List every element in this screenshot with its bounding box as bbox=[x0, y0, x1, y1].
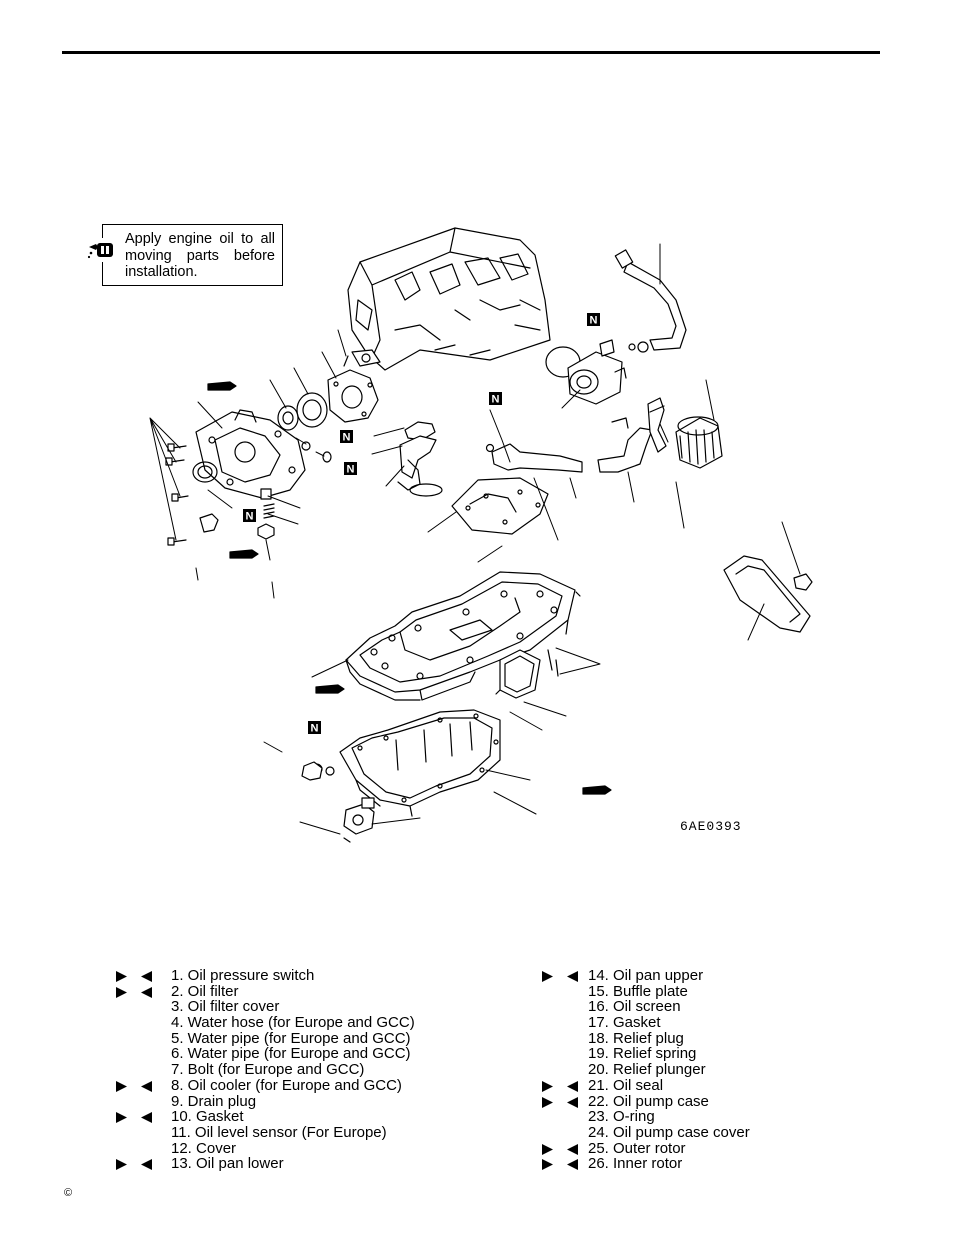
exploded-diagram bbox=[149, 227, 813, 843]
oil-filter bbox=[675, 416, 723, 469]
legend-item-label: 26. Inner rotor bbox=[588, 1155, 683, 1173]
pan-cover bbox=[495, 649, 559, 699]
lubrication-note-text: Apply engine oil to all moving parts bef… bbox=[125, 231, 275, 280]
svg-text:N: N bbox=[590, 315, 598, 327]
legend-item-label: 2. Oil filter bbox=[171, 982, 239, 1000]
legend-item-label: 6. Water pipe (for Europe and GCC) bbox=[171, 1045, 411, 1063]
legend-item-label: 20. Relief plunger bbox=[588, 1061, 706, 1079]
legend-item-label: 17. Gasket bbox=[588, 1014, 661, 1032]
oil-pressure-switch bbox=[647, 397, 667, 453]
legend-item-label: 5. Water pipe (for Europe and GCC) bbox=[171, 1029, 411, 1047]
legend-item-label: 10. Gasket bbox=[171, 1108, 244, 1126]
oil-pump-case-cover bbox=[327, 355, 379, 423]
lubrication-note: Apply engine oil to all moving parts bef… bbox=[86, 224, 283, 286]
legend-item-label: 1. Oil pressure switch bbox=[171, 967, 315, 984]
legend-item-label: 12. Cover bbox=[171, 1139, 237, 1157]
oil-pan-upper bbox=[345, 571, 581, 701]
header-rule bbox=[62, 51, 880, 54]
removal-installation-marks-icon bbox=[542, 1159, 578, 1171]
relief-valve-parts bbox=[199, 488, 275, 540]
oil-filter-cover bbox=[723, 555, 813, 633]
removal-installation-marks-icon bbox=[116, 971, 152, 982]
svg-text:N: N bbox=[492, 394, 500, 406]
sealant-tube-marks bbox=[207, 381, 612, 795]
legend-item-label: 22. Oil pump case bbox=[588, 1092, 709, 1110]
legend-item-label: 18. Relief plug bbox=[588, 1029, 684, 1047]
oil-seal bbox=[192, 461, 218, 483]
copyright-mark: © bbox=[64, 1187, 73, 1199]
figure-code: 6AE0393 bbox=[680, 819, 742, 834]
svg-text:N: N bbox=[347, 464, 355, 476]
legend-item-label: 24. Oil pump case cover bbox=[588, 1123, 750, 1141]
legend-item-label: 9. Drain plug bbox=[171, 1092, 257, 1110]
removal-installation-marks-icon bbox=[542, 1096, 578, 1108]
legend-item-label: 15. Buffle plate bbox=[588, 982, 688, 1000]
engine-block bbox=[347, 227, 551, 371]
water-pipes bbox=[491, 417, 653, 473]
removal-installation-marks-icon bbox=[542, 971, 578, 982]
legend-item-label: 14. Oil pan upper bbox=[588, 967, 704, 984]
legend-item-label: 4. Water hose (for Europe and GCC) bbox=[171, 1014, 415, 1032]
legend-item-label: 7. Bolt (for Europe and GCC) bbox=[171, 1061, 365, 1079]
water-hose bbox=[614, 249, 687, 353]
removal-installation-marks-icon bbox=[116, 1080, 152, 1092]
legend-item-label: 25. Outer rotor bbox=[588, 1139, 686, 1157]
drain-plug bbox=[301, 761, 323, 781]
legend-item-label: 16. Oil screen bbox=[588, 998, 681, 1016]
leader-lines bbox=[149, 243, 801, 835]
legend-item-label: 19. Relief spring bbox=[588, 1045, 697, 1063]
oil-screen bbox=[397, 421, 443, 497]
oil-pan-lower bbox=[339, 709, 501, 817]
legend-item-label: 8. Oil cooler (for Europe and GCC) bbox=[171, 1076, 402, 1094]
oil-cooler bbox=[567, 339, 627, 405]
svg-text:N: N bbox=[343, 432, 351, 444]
legend-item-label: 3. Oil filter cover bbox=[171, 998, 280, 1016]
svg-text:N: N bbox=[311, 723, 319, 735]
oil-level-sensor bbox=[343, 797, 375, 843]
removal-installation-marks-icon bbox=[116, 1112, 152, 1124]
legend-item-label: 13. Oil pan lower bbox=[171, 1155, 284, 1173]
oil-pump-case bbox=[195, 409, 306, 499]
legend-item-label: 23. O-ring bbox=[588, 1108, 655, 1126]
oil-can-icon bbox=[86, 238, 118, 262]
rotors bbox=[277, 392, 328, 431]
removal-installation-marks-icon bbox=[116, 986, 152, 998]
removal-installation-marks-icon bbox=[542, 1080, 578, 1092]
removal-installation-marks-icon bbox=[542, 1143, 578, 1155]
new-part-marks: N N N N N N bbox=[243, 313, 600, 735]
legend-item-label: 11. Oil level sensor (For Europe) bbox=[171, 1123, 387, 1141]
svg-text:N: N bbox=[246, 511, 254, 523]
removal-installation-marks-icon bbox=[116, 1159, 152, 1171]
legend-item-label: 21. Oil seal bbox=[588, 1076, 664, 1094]
